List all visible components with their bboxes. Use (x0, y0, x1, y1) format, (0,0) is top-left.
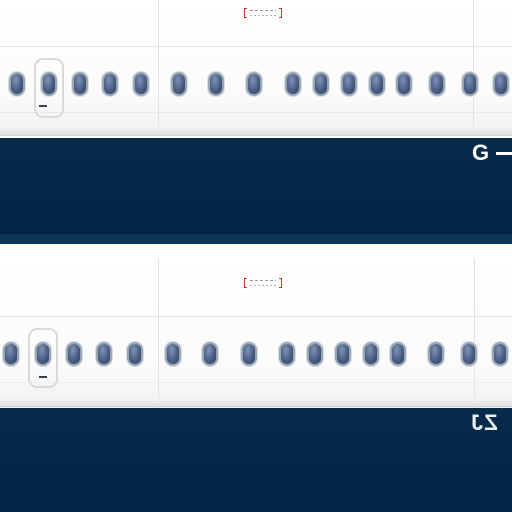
cabin-window-icon (102, 72, 118, 96)
cabin-window-icon (313, 72, 329, 96)
cabin-window-icon (171, 72, 187, 96)
cabin-window-icon (9, 72, 25, 96)
registration-mark: G (472, 140, 491, 165)
registration-dash (496, 152, 512, 155)
cabin-window-icon (428, 342, 444, 366)
panel-seam (0, 382, 512, 383)
cabin-window-icon (307, 342, 323, 366)
fuselage-panel-top: G (0, 0, 512, 244)
cabin-window-icon (285, 72, 301, 96)
cabin-window-icon (493, 72, 509, 96)
cabin-window-icon (363, 342, 379, 366)
panel-seam (0, 112, 512, 113)
registration-mark-mirrored: ZJ (470, 410, 498, 435)
navy-livery-band (0, 408, 512, 512)
cabin-window-icon (369, 72, 385, 96)
placard-marking (244, 8, 282, 20)
cabin-window-icon (35, 342, 51, 366)
cabin-window-icon (127, 342, 143, 366)
cabin-window-icon (492, 342, 508, 366)
panel-seam (0, 316, 512, 317)
cabin-door-icon (34, 58, 64, 118)
cabin-window-icon (429, 72, 445, 96)
cabin-window-icon (72, 72, 88, 96)
fuselage-belly-line (0, 127, 512, 136)
fuselage-panel-bottom: ZJ (0, 258, 512, 512)
panel-seam (158, 258, 159, 408)
panel-seam (0, 46, 512, 47)
cabin-window-icon (396, 72, 412, 96)
cabin-window-icon (341, 72, 357, 96)
cabin-window-icon (246, 72, 262, 96)
cabin-window-icon (461, 342, 477, 366)
cabin-window-icon (279, 342, 295, 366)
fuselage-belly-line (0, 398, 512, 407)
cabin-window-icon (66, 342, 82, 366)
cabin-window-icon (390, 342, 406, 366)
navy-livery-band (0, 138, 512, 244)
panel-seam (473, 0, 474, 134)
panel-seam (158, 0, 159, 134)
fuselage-white-band (0, 0, 512, 134)
cabin-window-icon (165, 342, 181, 366)
cabin-door-icon (28, 328, 58, 388)
door-handle (39, 376, 47, 378)
door-handle (39, 105, 47, 107)
cabin-window-icon (3, 342, 19, 366)
cabin-window-icon (335, 342, 351, 366)
cabin-window-icon (41, 72, 57, 96)
cabin-window-icon (462, 72, 478, 96)
cabin-window-icon (241, 342, 257, 366)
cabin-window-icon (96, 342, 112, 366)
cabin-window-icon (202, 342, 218, 366)
placard-marking (244, 278, 282, 290)
navy-lower-stripe (0, 234, 512, 244)
panel-seam (474, 258, 475, 408)
cabin-window-icon (133, 72, 149, 96)
cabin-window-icon (208, 72, 224, 96)
